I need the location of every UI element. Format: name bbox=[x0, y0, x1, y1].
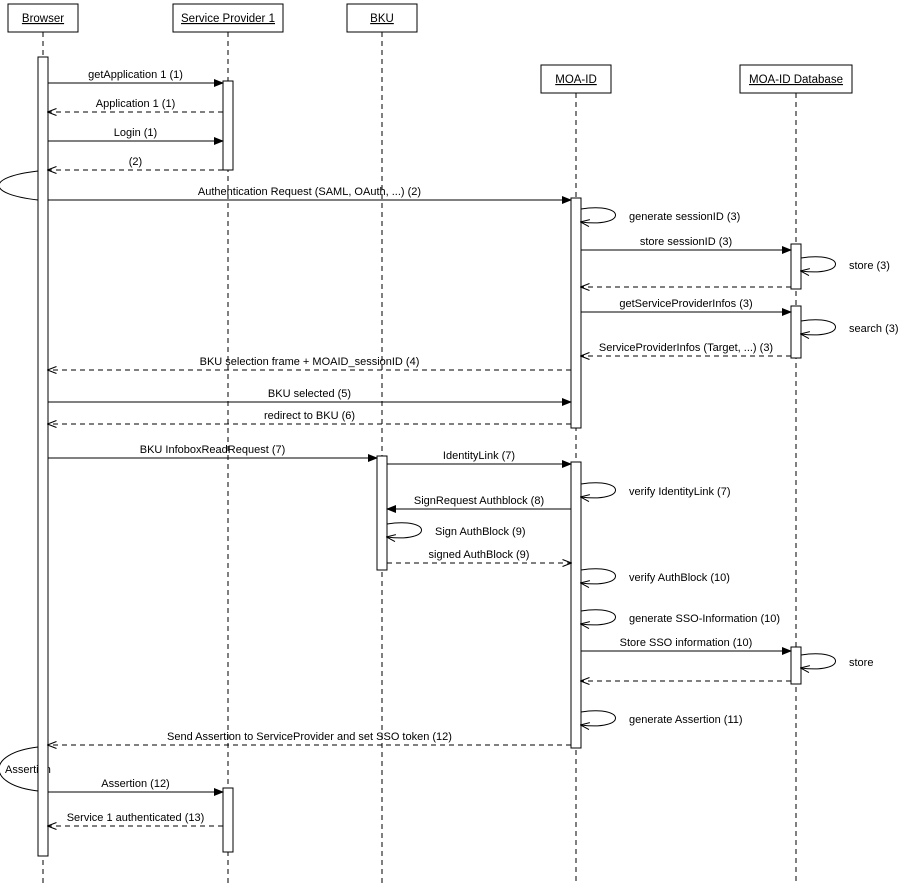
message-label: store sessionID (3) bbox=[640, 236, 732, 248]
actor-label-moaid: MOA-ID bbox=[555, 74, 597, 86]
activation-moaid bbox=[570, 197, 582, 429]
activation-browser bbox=[37, 56, 49, 857]
self-message-label: search (3) bbox=[849, 323, 899, 335]
self-message-line bbox=[581, 207, 616, 223]
actor-box-moaid bbox=[540, 64, 612, 94]
activation-sp1 bbox=[222, 787, 234, 853]
message-label: (2) bbox=[129, 156, 142, 168]
message-label: Send Assertion to ServiceProvider and se… bbox=[167, 731, 452, 743]
self-message-line bbox=[581, 568, 616, 584]
self-message-label: verify IdentityLink (7) bbox=[629, 486, 730, 498]
message-label: Application 1 (1) bbox=[96, 98, 176, 110]
message-label: BKU selected (5) bbox=[268, 388, 351, 400]
message-label: BKU selection frame + MOAID_sessionID (4… bbox=[200, 356, 420, 368]
actor-label-bku: BKU bbox=[370, 13, 394, 25]
self-message-label: verify AuthBlock (10) bbox=[629, 572, 730, 584]
message-label: BKU InfoboxReadRequest (7) bbox=[140, 444, 286, 456]
self-message-label: generate Assertion (11) bbox=[629, 714, 743, 726]
actor-label-moaiddb: MOA-ID Database bbox=[749, 74, 843, 86]
message-label: redirect to BKU (6) bbox=[264, 410, 355, 422]
message-label: ServiceProviderInfos (Target, ...) (3) bbox=[599, 342, 773, 354]
activation-bku bbox=[376, 455, 388, 571]
self-message-line bbox=[581, 482, 616, 498]
self-message-label: generate SSO-Information (10) bbox=[629, 613, 780, 625]
self-message-line bbox=[581, 609, 616, 625]
message-label: Assertion (12) bbox=[101, 778, 169, 790]
self-message-line bbox=[801, 653, 836, 669]
message-label: IdentityLink (7) bbox=[443, 450, 515, 462]
activation-sp1 bbox=[222, 80, 234, 171]
self-message-label: generate sessionID (3) bbox=[629, 211, 740, 223]
actor-box-moaiddb bbox=[739, 64, 853, 94]
message-label: Authentication Request (SAML, OAuth, ...… bbox=[198, 186, 421, 198]
activation-moaiddb bbox=[790, 305, 802, 359]
self-message-label: store (3) bbox=[849, 260, 890, 272]
message-label: getServiceProviderInfos (3) bbox=[619, 298, 752, 310]
message-label: Store SSO information (10) bbox=[620, 637, 753, 649]
redirect-loop bbox=[0, 746, 39, 792]
actor-box-bku bbox=[346, 3, 418, 33]
activation-moaiddb bbox=[790, 646, 802, 685]
self-message-line bbox=[387, 522, 422, 538]
message-label: getApplication 1 (1) bbox=[88, 69, 183, 81]
self-message-label: store bbox=[849, 657, 873, 669]
self-message-line bbox=[801, 319, 836, 335]
actor-box-browser bbox=[7, 3, 79, 33]
message-label: Login (1) bbox=[114, 127, 157, 139]
self-message-line bbox=[581, 710, 616, 726]
self-message-line bbox=[801, 256, 836, 272]
redirect-loop bbox=[0, 170, 39, 201]
activation-moaiddb bbox=[790, 243, 802, 290]
activation-moaid bbox=[570, 461, 582, 749]
actor-label-browser: Browser bbox=[22, 13, 64, 25]
actor-label-sp1: Service Provider 1 bbox=[181, 13, 275, 25]
actor-box-sp1 bbox=[172, 3, 284, 33]
self-message-label: Sign AuthBlock (9) bbox=[435, 526, 526, 538]
message-label: Service 1 authenticated (13) bbox=[67, 812, 205, 824]
message-label: signed AuthBlock (9) bbox=[429, 549, 530, 561]
message-label: SignRequest Authblock (8) bbox=[414, 495, 544, 507]
